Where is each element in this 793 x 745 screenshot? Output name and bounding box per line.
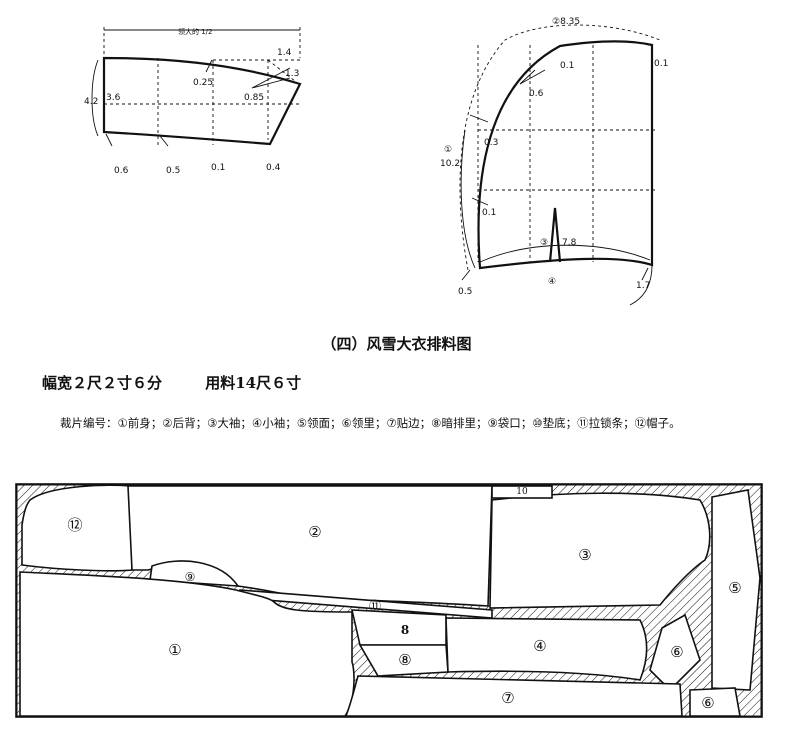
piece-label-12: ⑫ — [67, 516, 82, 534]
piece-label-6b: ⑥ — [701, 694, 714, 712]
piece-4-undersleeve — [445, 617, 648, 681]
hood-m3: ③ — [540, 238, 548, 248]
piece-6a-collar-lining — [649, 613, 701, 692]
piece-7-facing — [344, 675, 683, 717]
piece-9-pocket — [149, 560, 240, 587]
piece-label-8a: 8 — [401, 623, 409, 637]
spec-line: 幅宽２尺２寸６分 用料14尺６寸 — [42, 372, 339, 393]
material-amount: 用料14尺６寸 — [205, 374, 302, 392]
piece-label-6a: ⑥ — [670, 643, 683, 661]
piece-label-10: 10 — [516, 487, 528, 497]
hood-m01a: 0.1 — [560, 61, 574, 71]
piece-label-4: ④ — [533, 637, 546, 655]
hood-m01c: 0.1 — [482, 208, 496, 218]
diagram-title: （四）风雪大衣排料图 — [321, 335, 472, 353]
piece-label-1: ① — [168, 641, 181, 659]
collar-m36: 3.6 — [106, 93, 121, 103]
collar-m13: 1.3 — [285, 69, 299, 79]
collar-m025: 0.25 — [193, 78, 213, 88]
collar-m04: 0.4 — [266, 163, 281, 173]
hood-m78: 7.8 — [562, 238, 577, 248]
piece-label-9: ⑨ — [185, 570, 196, 584]
hood-m01b: 0.1 — [654, 59, 668, 69]
hood-m06: 0.6 — [529, 89, 544, 99]
piece-12-hood — [21, 484, 133, 572]
piece-5-collar — [711, 489, 761, 691]
hood-top: ②8.35 — [552, 17, 580, 27]
piece-label-2: ② — [308, 523, 321, 541]
collar-m05: 0.5 — [166, 166, 180, 176]
piece-1-front — [19, 571, 355, 717]
piece-8a — [350, 609, 447, 646]
piece-3-sleeve — [489, 492, 711, 609]
hood-m05: 0.5 — [458, 287, 472, 297]
hood-m1: ① — [444, 145, 452, 155]
piece-6b-collar-lining — [689, 687, 741, 717]
hood-m03: 0.3 — [484, 138, 498, 148]
piece-legend: 裁片编号：①前身；②后背；③大袖；④小袖；⑤领面；⑥领里；⑦贴边；⑧暗排里；⑨袋… — [60, 416, 681, 430]
marker-layout: ⑫ ② ③ ⑤ 10 ⑨ ⑪ ① 8 ⑧ ④ ⑥ ⑥ ⑦ — [15, 483, 763, 718]
fabric-border — [15, 483, 763, 718]
collar-m085: 0.85 — [244, 93, 264, 103]
fabric-width: 幅宽２尺２寸６分 — [42, 374, 163, 392]
collar-draft: 领大的 1/2 1.4 1.3 0.25 0.85 4.2 3.6 0.6 0.… — [84, 27, 302, 176]
hood-draft: ②8.35 0.1 0.1 0.6 0.3 ① 10.2 0.1 ③ 7.8 ④… — [440, 17, 668, 306]
hood-m102: 10.2 — [440, 159, 460, 169]
piece-10 — [491, 485, 553, 499]
piece-label-11: ⑪ — [369, 599, 381, 613]
collar-top-label: 领大的 1/2 — [178, 27, 213, 36]
piece-label-7: ⑦ — [501, 689, 514, 707]
collar-m42: 4.2 — [84, 97, 98, 107]
piece-label-5: ⑤ — [728, 579, 741, 597]
collar-m06: 0.6 — [114, 166, 129, 176]
hood-m4: ④ — [548, 277, 556, 287]
hood-m17: 1.7 — [636, 281, 650, 291]
piece-label-8b: ⑧ — [398, 651, 411, 669]
collar-m01: 0.1 — [211, 163, 225, 173]
piece-label-3: ③ — [578, 546, 591, 564]
collar-m14: 1.4 — [277, 48, 292, 58]
